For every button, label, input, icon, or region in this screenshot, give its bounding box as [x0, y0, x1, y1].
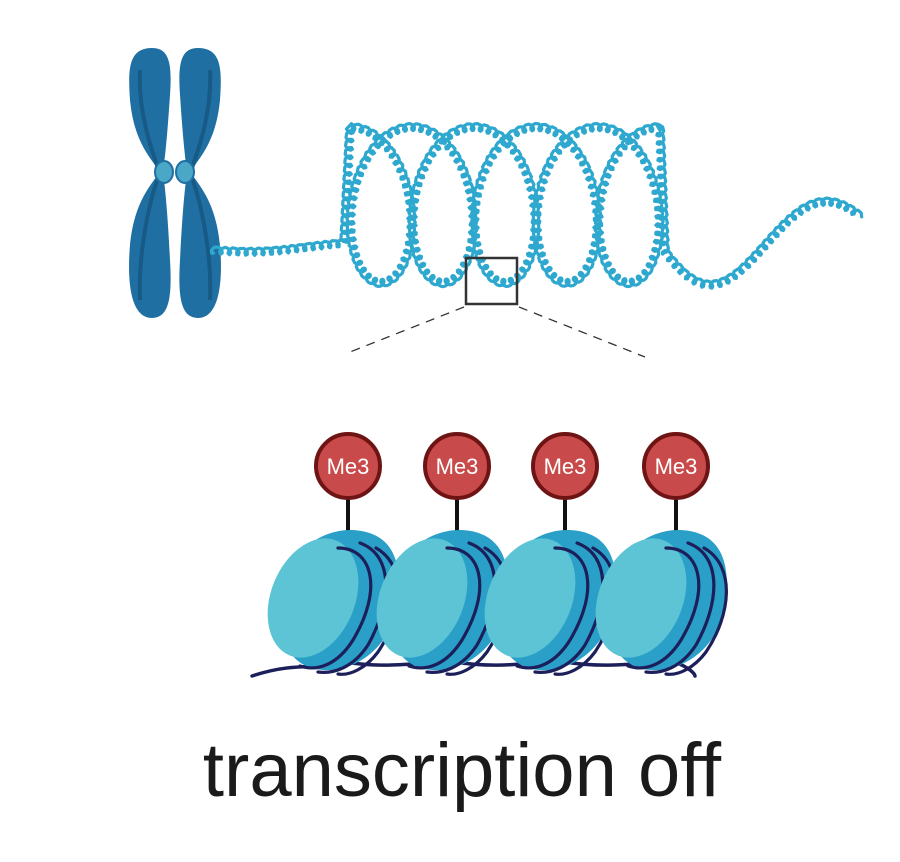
histone-core-face [595, 538, 687, 658]
histone-core-face [376, 538, 468, 658]
nucleosome-array: Me3 Me3 Me3 Me3 [250, 432, 728, 678]
zoom-indicator [344, 256, 646, 358]
centromere-left [154, 160, 174, 184]
nucleosome-icon [376, 498, 509, 676]
nucleosome-icon [267, 498, 400, 676]
methyl-label: Me3 [436, 454, 479, 479]
nucleosome-icon [595, 498, 728, 676]
methyl-label: Me3 [655, 454, 698, 479]
chromosome-icon [129, 48, 221, 318]
dna-wrap [515, 546, 590, 670]
methyl-circle [314, 432, 382, 500]
methyl-circle [423, 432, 491, 500]
caption: transcription off [202, 728, 722, 813]
methyl-label: Me3 [544, 454, 587, 479]
dna-wrap [316, 541, 388, 674]
dna-wrap [533, 541, 605, 674]
methyl-mark-icon: Me3 [642, 432, 710, 500]
dna-wrap [407, 546, 482, 670]
centromere-right [175, 160, 195, 184]
dna-wrap [664, 546, 728, 676]
dna-wrap [425, 541, 497, 674]
dna-wrap [626, 546, 701, 670]
histone-core-face [267, 538, 359, 658]
methyl-mark-icon: Me3 [314, 432, 382, 500]
methyl-mark-icon: Me3 [423, 432, 491, 500]
methyl-label: Me3 [327, 454, 370, 479]
methyl-circle [642, 432, 710, 500]
chromatin-fiber-icon [209, 121, 864, 290]
methyl-circle [531, 432, 599, 500]
methyl-mark-icon: Me3 [531, 432, 599, 500]
dna-wrap [298, 546, 373, 670]
dna-wrap [644, 541, 716, 674]
histone-core-face [484, 538, 576, 658]
